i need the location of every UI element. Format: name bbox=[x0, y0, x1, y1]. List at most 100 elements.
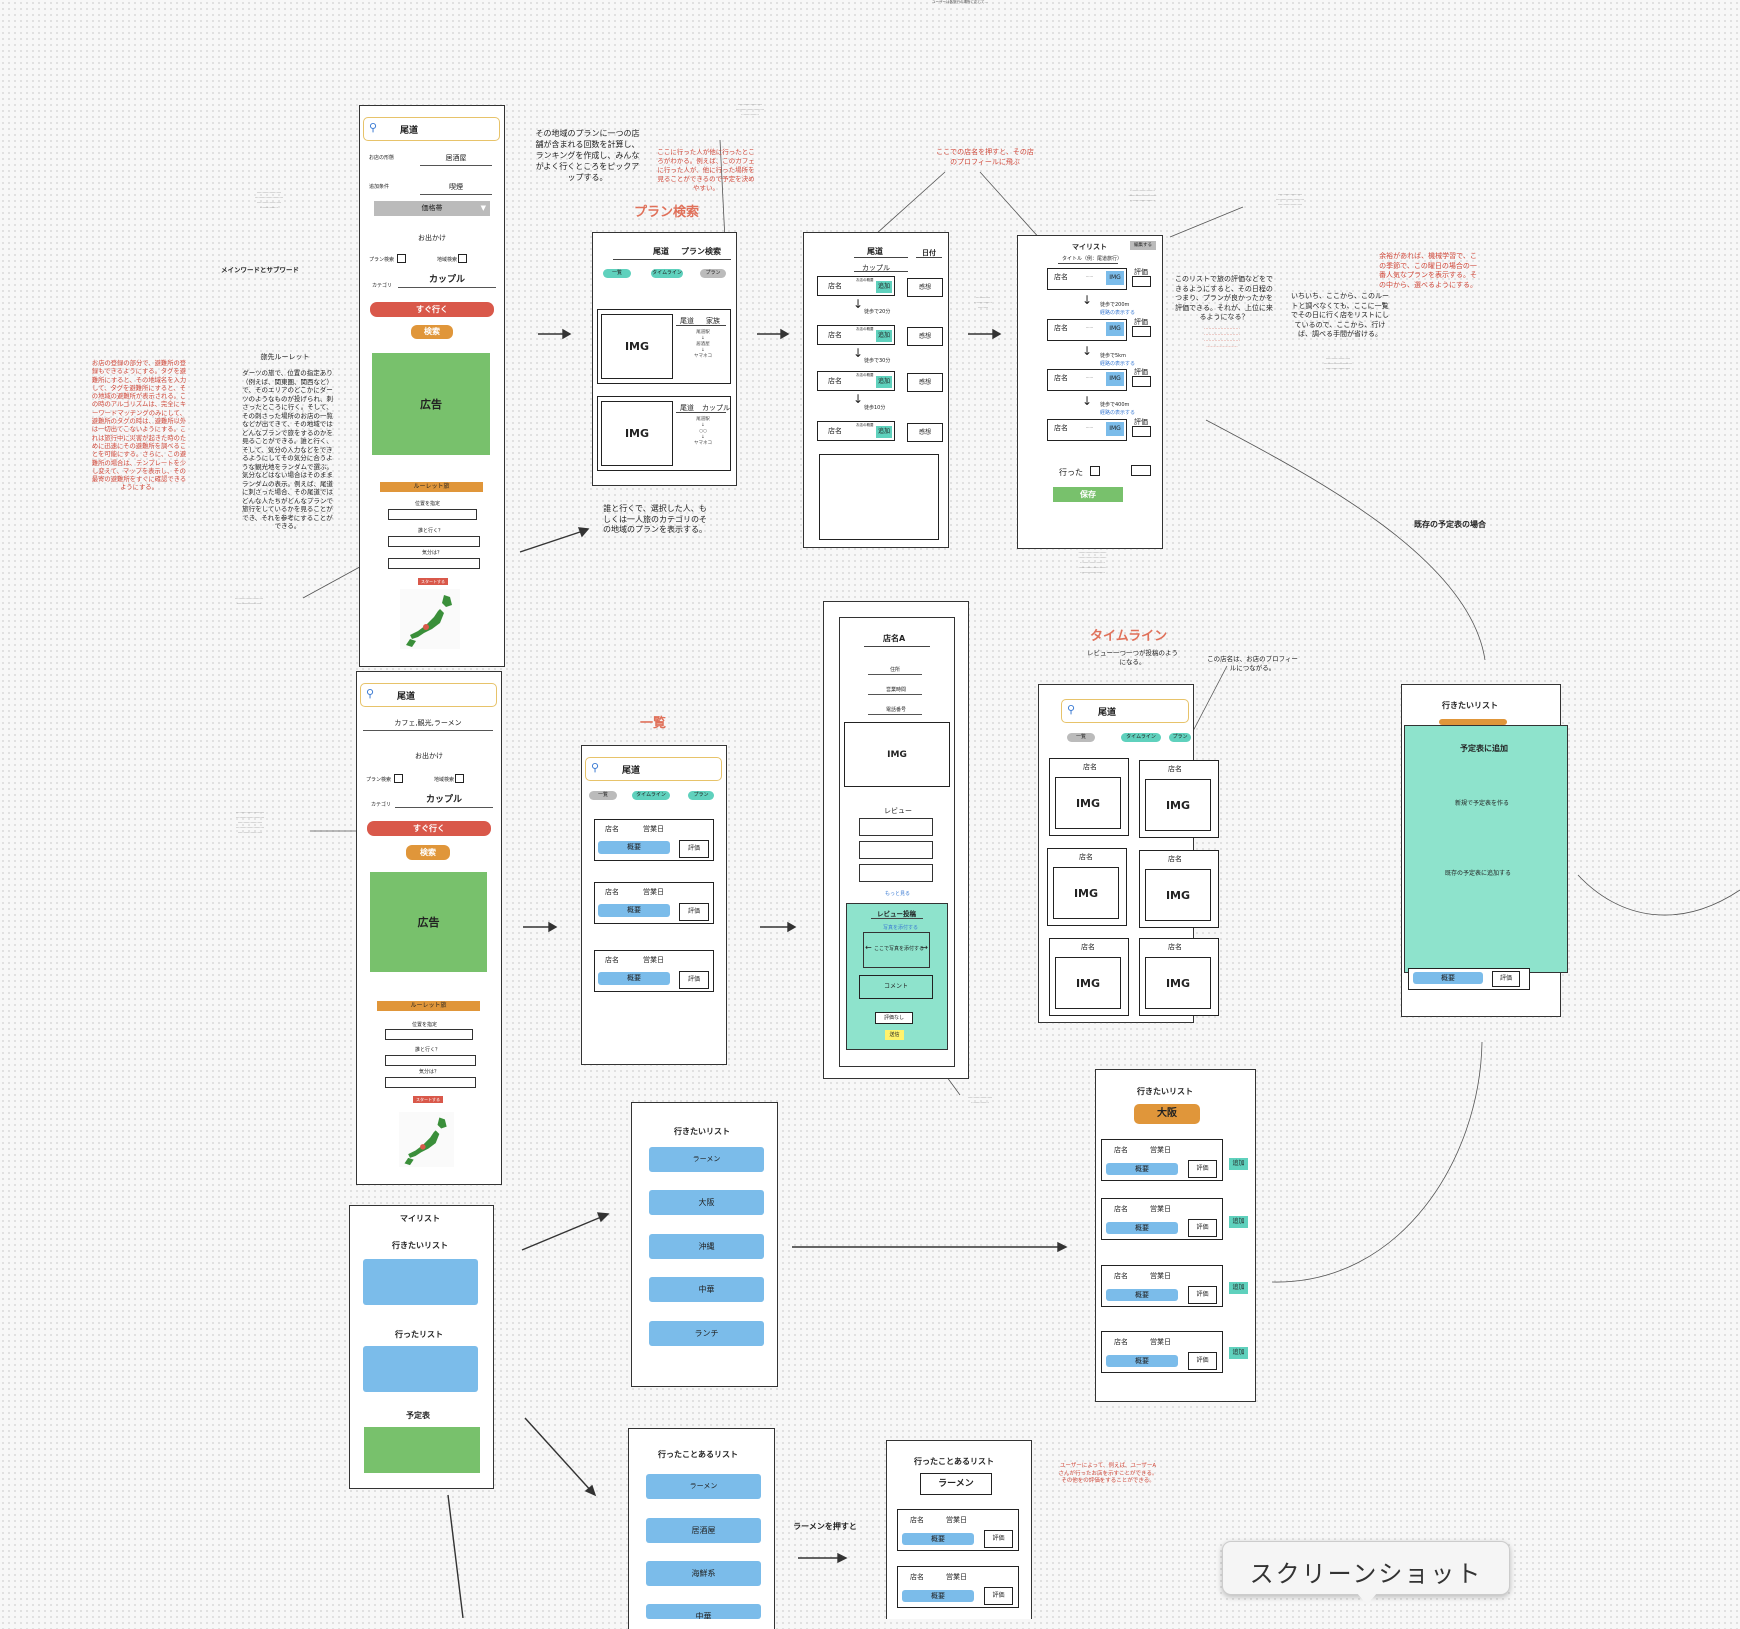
went-item-seafood[interactable]: 海鮮系 bbox=[646, 1561, 761, 1586]
went-list-button[interactable] bbox=[363, 1346, 478, 1392]
send-button[interactable]: 送信 bbox=[885, 1030, 904, 1040]
want-list-button[interactable] bbox=[363, 1259, 478, 1305]
plan-stop-3[interactable]: 店名 お店の概要 追加 bbox=[817, 371, 895, 391]
plan-search-checkbox[interactable] bbox=[397, 254, 406, 263]
schedule-button[interactable] bbox=[364, 1427, 480, 1473]
category-field[interactable]: カップル bbox=[398, 273, 496, 288]
impression-button[interactable]: 感想 bbox=[907, 327, 943, 346]
plan-stop-2[interactable]: 店名 お店の概要 追加 bbox=[817, 325, 895, 345]
went-item-ramen[interactable]: ラーメン bbox=[646, 1474, 761, 1499]
tab-plan[interactable]: プラン bbox=[700, 269, 726, 278]
review-line-3 bbox=[859, 864, 933, 882]
photo-upload-box[interactable]: ここで写真を添付する ← → bbox=[863, 932, 930, 968]
list-search-bar[interactable]: ⚲ 尾道 bbox=[585, 757, 722, 781]
plan-stop-1[interactable]: 店名 お店の概要 追加 bbox=[817, 276, 895, 296]
tab-timeline[interactable]: タイムライン bbox=[632, 791, 670, 800]
osaka-add-button[interactable]: 追加 bbox=[1229, 1347, 1248, 1359]
ramen-shop-card-2[interactable]: 店名 営業日 概要 評価 bbox=[897, 1566, 1019, 1608]
companion-input[interactable] bbox=[388, 536, 480, 547]
search-button[interactable]: 検索 bbox=[406, 845, 450, 860]
new-schedule-option[interactable]: 新規で予定表を作る bbox=[1455, 800, 1510, 807]
impression-button[interactable]: 感想 bbox=[907, 373, 943, 392]
impression-button[interactable]: 感想 bbox=[907, 278, 943, 297]
location-input[interactable] bbox=[388, 509, 477, 520]
osaka-add-button[interactable]: 追加 bbox=[1229, 1158, 1248, 1170]
edit-button[interactable]: 編集する bbox=[1130, 241, 1156, 250]
plan-card-couple[interactable]: IMG 尾道 カップル 尾道駅↓○○↓ヤマネコ bbox=[597, 396, 731, 471]
area-search-checkbox[interactable] bbox=[458, 254, 467, 263]
osaka-shop-card-3[interactable]: 店名 営業日 概要 評価 bbox=[1101, 1265, 1223, 1307]
list-shop-card-3[interactable]: 店名 営業日 概要 評価 bbox=[594, 950, 714, 992]
search-button[interactable]: 検索 bbox=[411, 325, 453, 339]
mood-input[interactable] bbox=[388, 558, 480, 569]
timeline-post-3[interactable]: 店名 IMG bbox=[1047, 848, 1127, 926]
phone1-search-bar[interactable]: ⚲ 尾道 bbox=[363, 117, 500, 141]
timeline-post-5[interactable]: 店名 IMG bbox=[1049, 938, 1129, 1016]
went-box[interactable] bbox=[1131, 465, 1151, 476]
mylist-stop-2[interactable]: 店名 …… IMG bbox=[1047, 319, 1127, 341]
timeline-post-1[interactable]: 店名 IMG bbox=[1049, 758, 1129, 836]
tab-plan[interactable]: プラン bbox=[1169, 733, 1191, 742]
want-item-okinawa[interactable]: 沖縄 bbox=[649, 1234, 764, 1259]
rating-box[interactable]: 評価なし bbox=[875, 1012, 913, 1024]
condition-field[interactable]: 喫煙 bbox=[420, 180, 492, 195]
ramen-shop-card-1[interactable]: 店名 営業日 概要 評価 bbox=[897, 1509, 1019, 1551]
comment-box[interactable]: コメント bbox=[859, 975, 933, 999]
rating-box[interactable] bbox=[1132, 276, 1151, 287]
osaka-shop-card-1[interactable]: 店名 営業日 概要 評価 bbox=[1101, 1139, 1223, 1181]
existing-schedule-option[interactable]: 既存の予定表に追加する bbox=[1445, 870, 1512, 877]
start-button[interactable]: スタートする bbox=[413, 1096, 443, 1103]
tab-list[interactable]: 一覧 bbox=[603, 269, 631, 278]
phone2-search-bar[interactable]: ⚲ 尾道 bbox=[360, 683, 497, 707]
area-search-checkbox[interactable] bbox=[455, 774, 464, 783]
mylist-stop-4[interactable]: 店名 …… IMG bbox=[1047, 419, 1127, 441]
mylist-stop-1[interactable]: 店名 …… IMG bbox=[1047, 268, 1127, 290]
went-checkbox[interactable] bbox=[1090, 466, 1100, 476]
rating-box[interactable] bbox=[1132, 376, 1151, 387]
tab-list[interactable]: 一覧 bbox=[589, 791, 617, 800]
save-button[interactable]: 保存 bbox=[1053, 487, 1123, 502]
tab-timeline[interactable]: タイムライン bbox=[651, 269, 683, 278]
timeline-post-2[interactable]: 店名 IMG bbox=[1139, 760, 1219, 838]
timeline-search-bar[interactable]: ⚲ 尾道 bbox=[1061, 699, 1189, 723]
start-button[interactable]: スタートする bbox=[418, 578, 448, 585]
go-now-button[interactable]: すぐ行く bbox=[370, 302, 494, 317]
go-now-button[interactable]: すぐ行く bbox=[367, 821, 491, 836]
plan-search-checkbox[interactable] bbox=[394, 774, 403, 783]
osaka-want-list-screen: 行きたいリスト 大阪 店名 営業日 概要 評価 追加 店名 営業日 概要 評価 … bbox=[1095, 1069, 1256, 1402]
down-arrow-icon: ↓ bbox=[1082, 394, 1093, 408]
went-item-izakaya[interactable]: 居酒屋 bbox=[646, 1518, 761, 1543]
mylist-stop-3[interactable]: 店名 …… IMG bbox=[1047, 369, 1127, 391]
list-shop-card-2[interactable]: 店名 営業日 概要 評価 bbox=[594, 882, 714, 924]
osaka-add-button[interactable]: 追加 bbox=[1229, 1282, 1248, 1294]
companion-input[interactable] bbox=[385, 1055, 476, 1066]
want-popup-card[interactable]: 概要 評価 bbox=[1408, 968, 1530, 990]
category-field[interactable]: カップル bbox=[395, 793, 493, 808]
want-item-ramen[interactable]: ラーメン bbox=[649, 1147, 764, 1172]
want-item-osaka[interactable]: 大阪 bbox=[649, 1190, 764, 1215]
want-item-chinese[interactable]: 中華 bbox=[649, 1277, 764, 1302]
osaka-shop-card-2[interactable]: 店名 営業日 概要 評価 bbox=[1101, 1198, 1223, 1240]
plan-stop-4[interactable]: 店名 お店の概要 追加 bbox=[817, 421, 895, 441]
plan-card-family[interactable]: IMG 尾道 家族 尾道駅↓居酒屋↓ヤマネコ bbox=[597, 309, 731, 384]
want-item-lunch[interactable]: ランチ bbox=[649, 1321, 764, 1346]
timeline-post-6[interactable]: 店名 IMG bbox=[1139, 938, 1219, 1016]
went-item-chinese[interactable]: 中華 bbox=[646, 1604, 761, 1619]
rating-box[interactable] bbox=[1132, 326, 1151, 337]
price-dropdown[interactable]: 価格帯 ▼ bbox=[374, 201, 490, 216]
shop-type-field[interactable]: 居酒屋 bbox=[420, 151, 492, 166]
osaka-add-button[interactable]: 追加 bbox=[1229, 1216, 1248, 1228]
see-more-link[interactable]: もっと見る bbox=[885, 891, 911, 897]
list-shop-card-1[interactable]: 店名 営業日 概要 評価 bbox=[594, 819, 714, 861]
location-input[interactable] bbox=[385, 1029, 473, 1040]
tab-list[interactable]: 一覧 bbox=[1067, 733, 1095, 742]
tab-plan[interactable]: プラン bbox=[688, 791, 714, 800]
rating-box[interactable] bbox=[1132, 426, 1151, 437]
mood-input[interactable] bbox=[385, 1077, 476, 1088]
tags-field[interactable]: カフェ,観光,ラーメン bbox=[363, 716, 493, 731]
tab-timeline[interactable]: タイムライン bbox=[1121, 733, 1161, 742]
shop-profile-screen: 店名A 住所 営業時間 電話番号 IMG レビュー もっと見る レビュー投稿 写… bbox=[823, 601, 969, 1079]
impression-button[interactable]: 感想 bbox=[907, 423, 943, 442]
osaka-shop-card-4[interactable]: 店名 営業日 概要 評価 bbox=[1101, 1331, 1223, 1373]
timeline-post-4[interactable]: 店名 IMG bbox=[1139, 850, 1219, 928]
